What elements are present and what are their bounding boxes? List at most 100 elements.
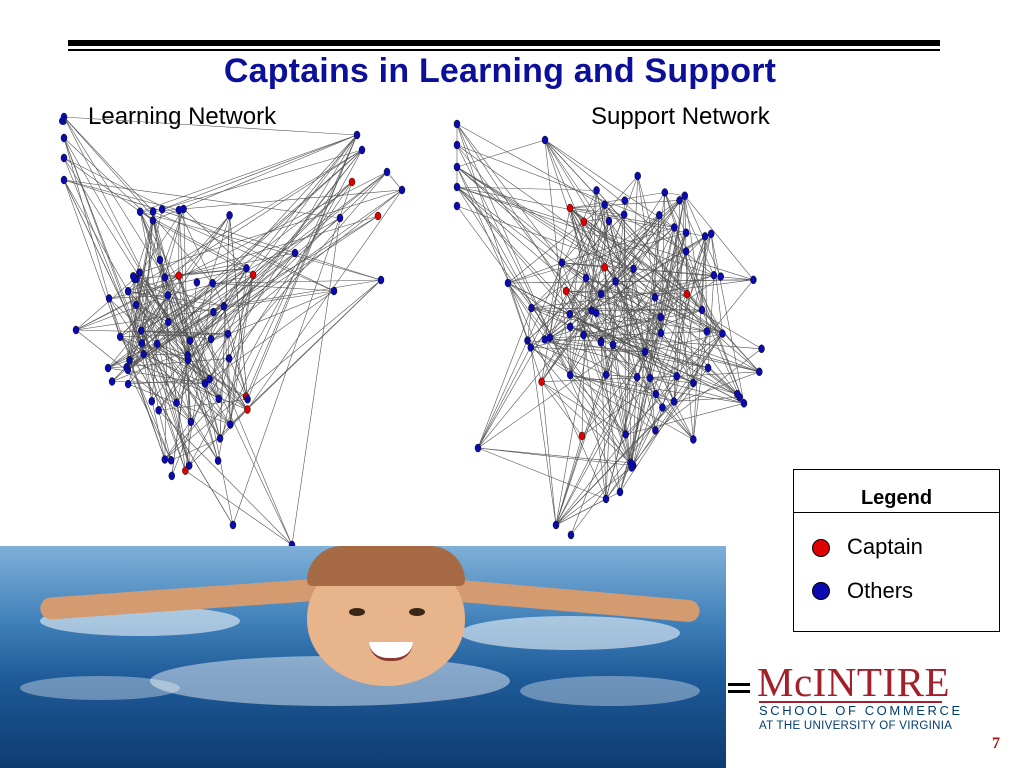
learning-edge xyxy=(139,211,210,380)
support-edge xyxy=(664,192,687,233)
support-node xyxy=(601,200,608,209)
learning-edge xyxy=(162,134,358,210)
support-edge xyxy=(632,233,712,466)
learning-node xyxy=(140,349,147,359)
learning-edge xyxy=(164,149,363,278)
support-edge xyxy=(565,290,584,336)
support-edge xyxy=(600,215,660,342)
learning-edge xyxy=(75,278,135,331)
support-node xyxy=(605,216,613,226)
learning-node xyxy=(158,204,166,214)
support-edge xyxy=(549,277,587,338)
learning-edge xyxy=(128,290,214,313)
swimmer-photo xyxy=(0,546,726,768)
support-edge xyxy=(555,382,694,526)
support-edge xyxy=(456,123,563,263)
support-edge xyxy=(655,348,762,431)
learning-node xyxy=(243,264,250,273)
learning-edge xyxy=(232,181,353,526)
learning-edge xyxy=(245,134,358,397)
learning-edge xyxy=(213,181,353,313)
support-node xyxy=(646,373,654,383)
learning-edge xyxy=(136,278,153,402)
learning-node xyxy=(161,455,169,464)
support-edge xyxy=(561,175,638,263)
support-edge xyxy=(625,333,723,435)
support-edge xyxy=(619,232,687,493)
learning-node xyxy=(330,286,338,296)
support-edge xyxy=(583,335,632,468)
learning-edge xyxy=(127,149,363,292)
learning-edge xyxy=(63,137,110,299)
support-edge xyxy=(530,227,675,348)
support-edge xyxy=(673,396,740,402)
learning-edge xyxy=(219,409,248,439)
support-node xyxy=(673,372,680,381)
learning-edge xyxy=(128,378,210,385)
learning-edge xyxy=(63,157,144,355)
learning-edge xyxy=(63,116,248,410)
learning-edge xyxy=(63,179,121,337)
support-edge xyxy=(456,186,570,315)
learning-node xyxy=(193,278,201,287)
support-node xyxy=(528,303,535,313)
support-edge xyxy=(477,276,721,449)
support-node xyxy=(567,530,575,540)
learning-edge xyxy=(111,290,335,382)
support-edge xyxy=(630,227,675,463)
learning-edge xyxy=(158,398,248,411)
support-edge xyxy=(555,467,632,526)
learning-edge xyxy=(127,291,186,471)
support-edge xyxy=(530,347,694,440)
learning-node xyxy=(148,396,156,406)
support-node xyxy=(707,229,715,239)
support-edge xyxy=(569,313,694,384)
learning-edge xyxy=(120,336,189,361)
learning-node xyxy=(165,317,172,327)
support-edge xyxy=(581,333,723,437)
support-node xyxy=(690,435,697,444)
support-edge xyxy=(569,207,688,295)
learning-node xyxy=(173,398,180,407)
support-captain-node xyxy=(601,263,608,272)
learning-captain-node xyxy=(374,211,382,221)
learning-node xyxy=(116,332,124,342)
learning-edge xyxy=(119,336,177,403)
support-edge xyxy=(541,220,610,382)
learning-node xyxy=(60,175,68,185)
support-edge xyxy=(600,215,660,295)
support-node xyxy=(628,463,635,472)
support-edge xyxy=(569,207,592,311)
support-node xyxy=(567,370,574,380)
support-captain-node xyxy=(562,286,570,296)
learning-edge xyxy=(178,275,192,422)
support-node xyxy=(621,196,629,205)
support-edge xyxy=(612,293,688,346)
learning-edge xyxy=(178,209,192,422)
learning-node xyxy=(105,294,113,303)
support-edge xyxy=(456,205,626,435)
learning-edge xyxy=(108,267,247,299)
learning-node xyxy=(206,374,213,384)
learning-node xyxy=(214,456,222,465)
learning-edge xyxy=(230,279,382,425)
learning-edge xyxy=(217,274,254,461)
support-edge xyxy=(507,282,528,341)
support-node xyxy=(657,328,665,338)
learning-edge xyxy=(120,336,231,425)
support-edge xyxy=(561,262,632,463)
learning-edge xyxy=(152,211,186,471)
learning-edge xyxy=(164,279,382,460)
learning-node xyxy=(164,291,172,300)
learning-captain-node xyxy=(348,177,356,187)
support-edge xyxy=(693,236,706,440)
learning-edge xyxy=(141,343,210,380)
support-edge xyxy=(456,205,634,270)
learning-edge xyxy=(153,189,403,212)
learning-edge xyxy=(127,291,166,460)
support-edge xyxy=(600,342,621,493)
support-edge xyxy=(477,190,597,449)
learning-edge xyxy=(187,355,219,399)
support-edge xyxy=(544,139,663,408)
learning-edge xyxy=(63,116,154,212)
